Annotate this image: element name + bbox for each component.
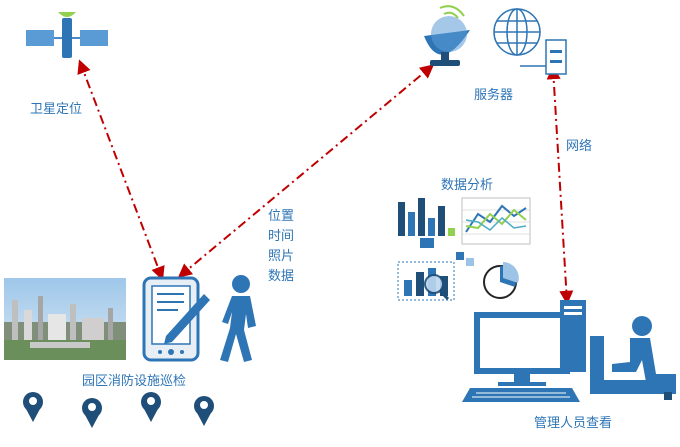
- transmitted-data-list: 位置 时间 照片 数据: [268, 207, 294, 287]
- pie-chart-icon: [483, 262, 519, 299]
- globe-icon: [493, 8, 541, 56]
- server-to-computer-arrow: [546, 65, 574, 305]
- desktop-computer-icon: [462, 300, 586, 402]
- bar-chart-icon: [398, 198, 455, 248]
- transmitted-item-data: 数据: [268, 269, 295, 284]
- seated-person-icon: [590, 316, 676, 400]
- satellite-dish-icon: [424, 5, 470, 66]
- network-label: 网络: [566, 139, 593, 154]
- transmitted-item-time: 时间: [268, 229, 295, 244]
- factory-photo: [4, 278, 126, 360]
- server-box-icon: [520, 39, 567, 75]
- line-chart-icon: [461, 197, 531, 245]
- inspection-label: 园区消防设施巡检: [82, 374, 187, 389]
- magnifier-chart-icon: [397, 252, 474, 301]
- satellite-to-device-arrow: [77, 59, 165, 281]
- data-analysis-label: 数据分析: [441, 178, 494, 193]
- device-to-server-arrow: [177, 64, 435, 278]
- transmitted-item-location: 位置: [268, 209, 295, 224]
- manager-label: 管理人员查看: [534, 416, 613, 431]
- transmitted-item-photo: 照片: [268, 249, 295, 264]
- walking-person-icon: [220, 275, 256, 362]
- satellite-icon: [26, 12, 108, 58]
- tablet-pen-icon: [142, 276, 210, 362]
- server-label: 服务器: [474, 88, 514, 103]
- location-pin-icon: [23, 392, 214, 428]
- satellite-label: 卫星定位: [30, 102, 83, 117]
